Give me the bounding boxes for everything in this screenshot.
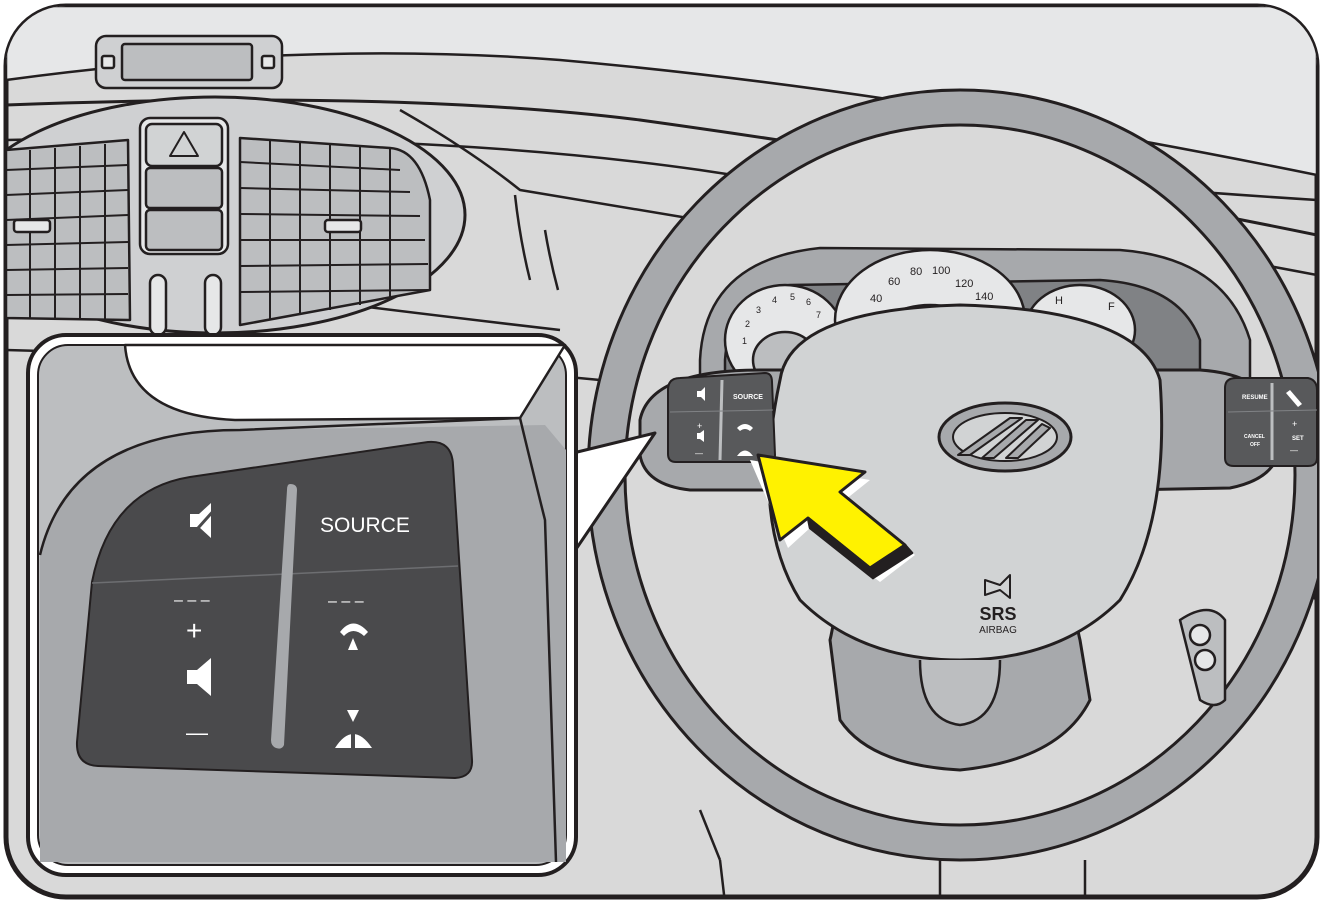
speedometer-ticks: 40 60 80 100 120 140 (870, 265, 993, 305)
center-button-3 (144, 208, 224, 252)
pod-mute-icon (697, 387, 705, 401)
speed-tick-40: 40 (870, 293, 882, 305)
callout-volume-minus: — (186, 720, 208, 745)
callout-phone-pickup-icon (340, 623, 368, 650)
right-vent-knob (323, 218, 363, 234)
right-pod-hdivider (1227, 409, 1317, 413)
airbag-label: AIRBAG (979, 625, 1017, 636)
pod-resume-label: RESUME (1242, 395, 1268, 401)
pod-set-minus: — (1290, 446, 1298, 455)
callout-volume-plus: + (186, 615, 202, 646)
speed-tick-120: 120 (955, 278, 973, 290)
dash-crease-2 (543, 229, 560, 291)
left-vent-knob (12, 218, 52, 234)
pod-speaker-icon (697, 430, 704, 442)
rpm-tick-1: 1 (742, 336, 747, 346)
pod-off-label: OFF (1250, 442, 1260, 448)
srs-label: SRS (979, 604, 1016, 624)
horn-icon (984, 574, 1011, 599)
hazard-button (144, 122, 224, 168)
dash-curve (399, 108, 701, 222)
pod-volume-plus: + (697, 421, 702, 431)
display-right-button (260, 54, 276, 70)
display-screen (120, 42, 254, 82)
rpm-tick-3: 3 (756, 305, 761, 315)
speed-tick-100: 100 (932, 265, 950, 277)
speed-tick-140: 140 (975, 291, 993, 303)
center-button-2 (144, 166, 224, 210)
callout-phone-dashes: – – – (328, 593, 364, 610)
callout-panel-vdivider (271, 484, 297, 749)
callout-switch-panel (75, 440, 474, 779)
pod-volume-minus: — (695, 449, 703, 458)
hub-lower-spoke (918, 659, 1002, 727)
pod-source-label: SOURCE (733, 394, 763, 401)
mahindra-logo-blades (957, 417, 1051, 459)
stalk-knob-2 (1193, 648, 1217, 672)
speed-tick-80: 80 (910, 266, 922, 278)
hazard-icon (169, 131, 199, 157)
rpm-tick-2: 2 (745, 319, 750, 329)
callout-volume-dashes: – – – (174, 592, 210, 609)
callout-phone-hangup-icon (335, 710, 372, 748)
callout-pod-edge (518, 417, 558, 863)
stalk-knob-1 (1188, 623, 1212, 647)
rpm-tick-7: 7 (816, 310, 821, 320)
callout-speaker-icon (187, 658, 211, 696)
rpm-tick-4: 4 (772, 295, 777, 305)
pod-set-plus: + (1292, 419, 1297, 429)
callout-mute-slash (188, 506, 218, 539)
rpm-tick-5: 5 (790, 292, 795, 302)
dash-crease (513, 194, 532, 281)
pod-phone-hangup-icon (737, 450, 753, 456)
fuel-gauge-full: F (1108, 301, 1115, 313)
pod-phone-pickup-icon (737, 424, 753, 431)
temp-gauge-hot: H (1055, 295, 1063, 307)
callout-pod-top-edge (38, 416, 521, 556)
left-pod-hdivider (669, 409, 774, 413)
steering-column (938, 860, 1087, 897)
callout-source-label: SOURCE (320, 514, 410, 537)
lower-trim (698, 809, 727, 897)
indicator-arrow (750, 453, 915, 582)
left-air-vent (6, 138, 132, 322)
tachometer-ticks: 1 2 3 4 5 6 7 (742, 292, 821, 346)
left-pod-divider (718, 379, 724, 461)
console-slot-left (148, 273, 168, 337)
speed-tick-60: 60 (888, 276, 900, 288)
callout-panel-hdivider (91, 565, 459, 584)
callout-mute-icon (190, 503, 211, 538)
rpm-tick-6: 6 (806, 297, 811, 307)
console-slot-right (203, 273, 223, 337)
pod-set-label: SET (1292, 436, 1304, 442)
pod-cruise-icon (1286, 390, 1302, 407)
pod-cancel-label: CANCEL (1244, 434, 1265, 440)
display-left-button (100, 54, 116, 70)
callout-background-cutout (123, 343, 567, 422)
